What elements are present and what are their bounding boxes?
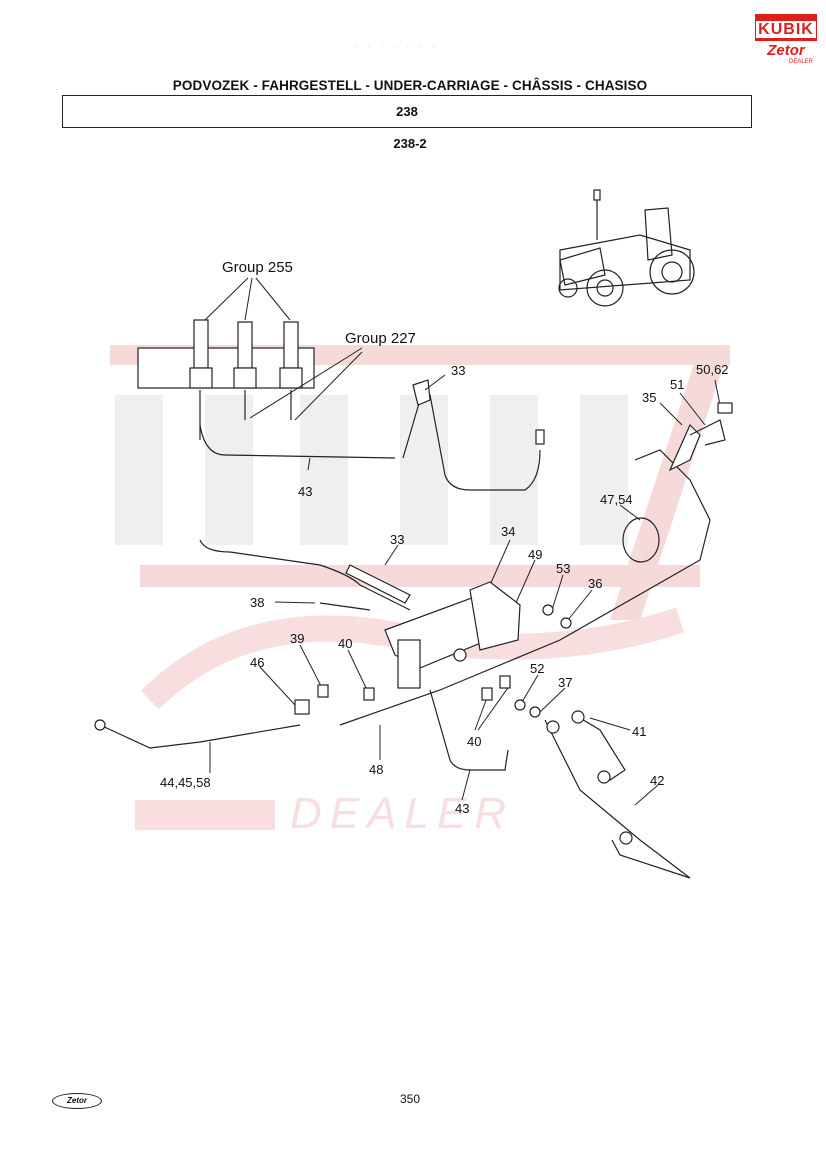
- label-group-227: Group 227: [345, 330, 416, 347]
- callout-46: 46: [250, 655, 264, 670]
- callout-36: 36: [588, 576, 602, 591]
- callout-34: 34: [501, 524, 515, 539]
- callout-40-right: 40: [467, 734, 481, 749]
- callout-41: 41: [632, 724, 646, 739]
- callout-53: 53: [556, 561, 570, 576]
- callout-48: 48: [369, 762, 383, 777]
- callout-51: 51: [670, 377, 684, 392]
- leader-lines: [204, 277, 721, 806]
- callout-43-bottom: 43: [455, 801, 469, 816]
- callout-42: 42: [650, 773, 664, 788]
- scan-noise: · · · · · · ·: [355, 42, 439, 51]
- callout-33-mid: 33: [390, 532, 404, 547]
- label-group-255: Group 255: [222, 259, 293, 276]
- brake-valve-assembly: [94, 402, 733, 879]
- logo-dealer: DEALER: [788, 59, 813, 65]
- callout-38: 38: [250, 595, 264, 610]
- footer-zetor-logo: Zetor: [52, 1093, 102, 1109]
- callout-37: 37: [558, 675, 572, 690]
- tractor-illustration: [558, 189, 695, 307]
- callout-40-left: 40: [338, 636, 352, 651]
- callout-44-45-58: 44,45,58: [160, 775, 211, 790]
- group-code: 238: [396, 104, 418, 119]
- watermark-dealer: DEALER: [290, 789, 514, 838]
- sub-group-code: 238-2: [393, 136, 427, 151]
- callout-43-top: 43: [298, 484, 312, 499]
- callout-52: 52: [530, 661, 544, 676]
- watermark: DEALER: [110, 345, 730, 838]
- page-number: 350: [399, 1092, 421, 1106]
- callout-50-62: 50,62: [696, 362, 729, 377]
- page-title: PODVOZEK - FAHRGESTELL - UNDER-CARRIAGE …: [172, 78, 648, 93]
- callout-49: 49: [528, 547, 542, 562]
- callout-39: 39: [290, 631, 304, 646]
- kubik-zetor-logo: KUBIK Zetor DEALER: [755, 14, 817, 66]
- diagram-labels: Group 255 Group 227 33 43 35 51 50,62 47…: [160, 259, 729, 816]
- logo-brand: KUBIK: [756, 21, 816, 38]
- callout-47-54: 47,54: [600, 492, 633, 507]
- group-box: 238: [62, 95, 752, 128]
- logo-zetor: Zetor: [767, 42, 805, 59]
- valve-block-assembly: [137, 319, 545, 491]
- callout-35: 35: [642, 390, 656, 405]
- callout-33-top: 33: [451, 363, 465, 378]
